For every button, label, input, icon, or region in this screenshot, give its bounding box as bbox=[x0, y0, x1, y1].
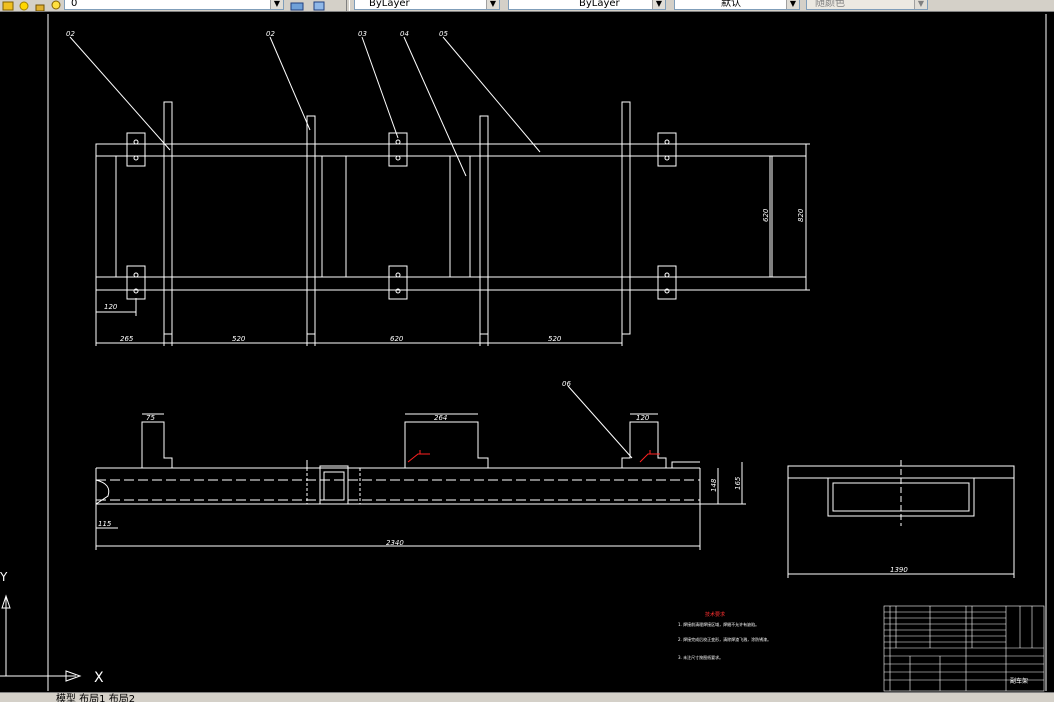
dim-text: 2340 bbox=[386, 539, 404, 547]
dim-text: 265 bbox=[120, 335, 134, 343]
dim-text: 1390 bbox=[890, 566, 908, 574]
lineweight-value: 默认 bbox=[721, 0, 741, 9]
dim-text: 620 bbox=[762, 208, 770, 222]
side-view-labels: 06 75 264 120 115 2340 148 165 bbox=[98, 380, 742, 547]
note-line: 1. 焊接前清理焊接区域，焊缝不允许有缺陷。 bbox=[678, 621, 759, 627]
plotstyle-dropdown[interactable]: 随颜色 ▼ bbox=[806, 0, 928, 10]
lock-icon[interactable] bbox=[34, 0, 46, 11]
technical-notes: 技术要求 1. 焊接前清理焊接区域，焊缝不允许有缺陷。 2. 焊接完成后校正变形… bbox=[678, 611, 771, 660]
chevron-down-icon[interactable]: ▼ bbox=[652, 0, 665, 9]
bracket bbox=[126, 132, 677, 300]
layer-dropdown[interactable]: 0 ▼ bbox=[64, 0, 284, 10]
dim-text: 520 bbox=[232, 335, 246, 343]
title-block bbox=[883, 605, 1045, 692]
part-label: 04 bbox=[400, 30, 409, 38]
ucs-x-label: X bbox=[94, 670, 104, 686]
dim-text: 620 bbox=[390, 335, 404, 343]
note-line: 2. 焊接完成后校正变形，清除焊渣飞溅，涂防锈漆。 bbox=[678, 636, 771, 642]
dim-text: 120 bbox=[104, 303, 118, 311]
color-dropdown[interactable]: ByLayer ▼ bbox=[354, 0, 500, 10]
sun-icon[interactable] bbox=[18, 0, 30, 11]
weld-symbol bbox=[407, 450, 660, 463]
ucs-icon bbox=[0, 594, 82, 682]
drawing-name: 副车架 bbox=[1010, 677, 1028, 685]
notes-title: 技术要求 bbox=[705, 611, 725, 618]
chevron-down-icon[interactable]: ▼ bbox=[786, 0, 799, 9]
dim-text: 115 bbox=[98, 520, 112, 528]
properties-toolbar: 0 ▼ ByLayer ▼ ByLayer ▼ 默认 ▼ 随颜色 ▼ bbox=[0, 0, 1054, 12]
layout-tabs[interactable]: 模型 布局1 布局2 bbox=[56, 694, 136, 702]
top-view bbox=[69, 36, 810, 346]
plotstyle-value: 随颜色 bbox=[815, 0, 845, 9]
chevron-down-icon[interactable]: ▼ bbox=[270, 0, 283, 9]
chevron-down-icon[interactable]: ▼ bbox=[914, 0, 927, 9]
layout-tabs-bar: 模型 布局1 布局2 bbox=[0, 692, 1054, 702]
top-view-labels: 02 02 03 04 05 120 265 520 620 520 620 8… bbox=[66, 30, 805, 343]
chevron-down-icon[interactable]: ▼ bbox=[486, 0, 499, 9]
part-label: 02 bbox=[66, 30, 75, 38]
ucs-y-label: Y bbox=[0, 570, 8, 584]
layer-previous-icon[interactable] bbox=[312, 0, 325, 11]
layer-state-icon[interactable] bbox=[2, 0, 14, 11]
dim-text: 520 bbox=[548, 335, 562, 343]
part-label: 02 bbox=[266, 30, 275, 38]
make-current-icon[interactable] bbox=[290, 0, 304, 11]
dim-text: 165 bbox=[734, 476, 742, 490]
dim-text: 75 bbox=[146, 414, 155, 422]
part-label: 06 bbox=[562, 380, 571, 388]
bulb-icon[interactable] bbox=[50, 0, 62, 10]
dim-text: 820 bbox=[797, 208, 805, 222]
layer-value: 0 bbox=[71, 0, 78, 9]
toolbar-separator bbox=[346, 0, 350, 11]
lineweight-dropdown[interactable]: 默认 ▼ bbox=[674, 0, 800, 10]
linetype-value: ByLayer bbox=[579, 0, 620, 9]
part-label: 03 bbox=[358, 30, 367, 38]
dim-text: 148 bbox=[710, 478, 718, 492]
note-line: 3. 未注尺寸按图纸要求。 bbox=[678, 654, 723, 660]
dim-text: 120 bbox=[636, 414, 650, 422]
drawing-canvas[interactable]: 02 02 03 04 05 120 265 520 620 520 620 8… bbox=[0, 12, 1054, 692]
side-view bbox=[95, 385, 746, 550]
color-value: ByLayer bbox=[369, 0, 410, 9]
end-view bbox=[787, 460, 1015, 578]
dim-text: 264 bbox=[434, 414, 447, 422]
linetype-dropdown[interactable]: ByLayer ▼ bbox=[508, 0, 666, 10]
part-label: 05 bbox=[439, 30, 448, 38]
